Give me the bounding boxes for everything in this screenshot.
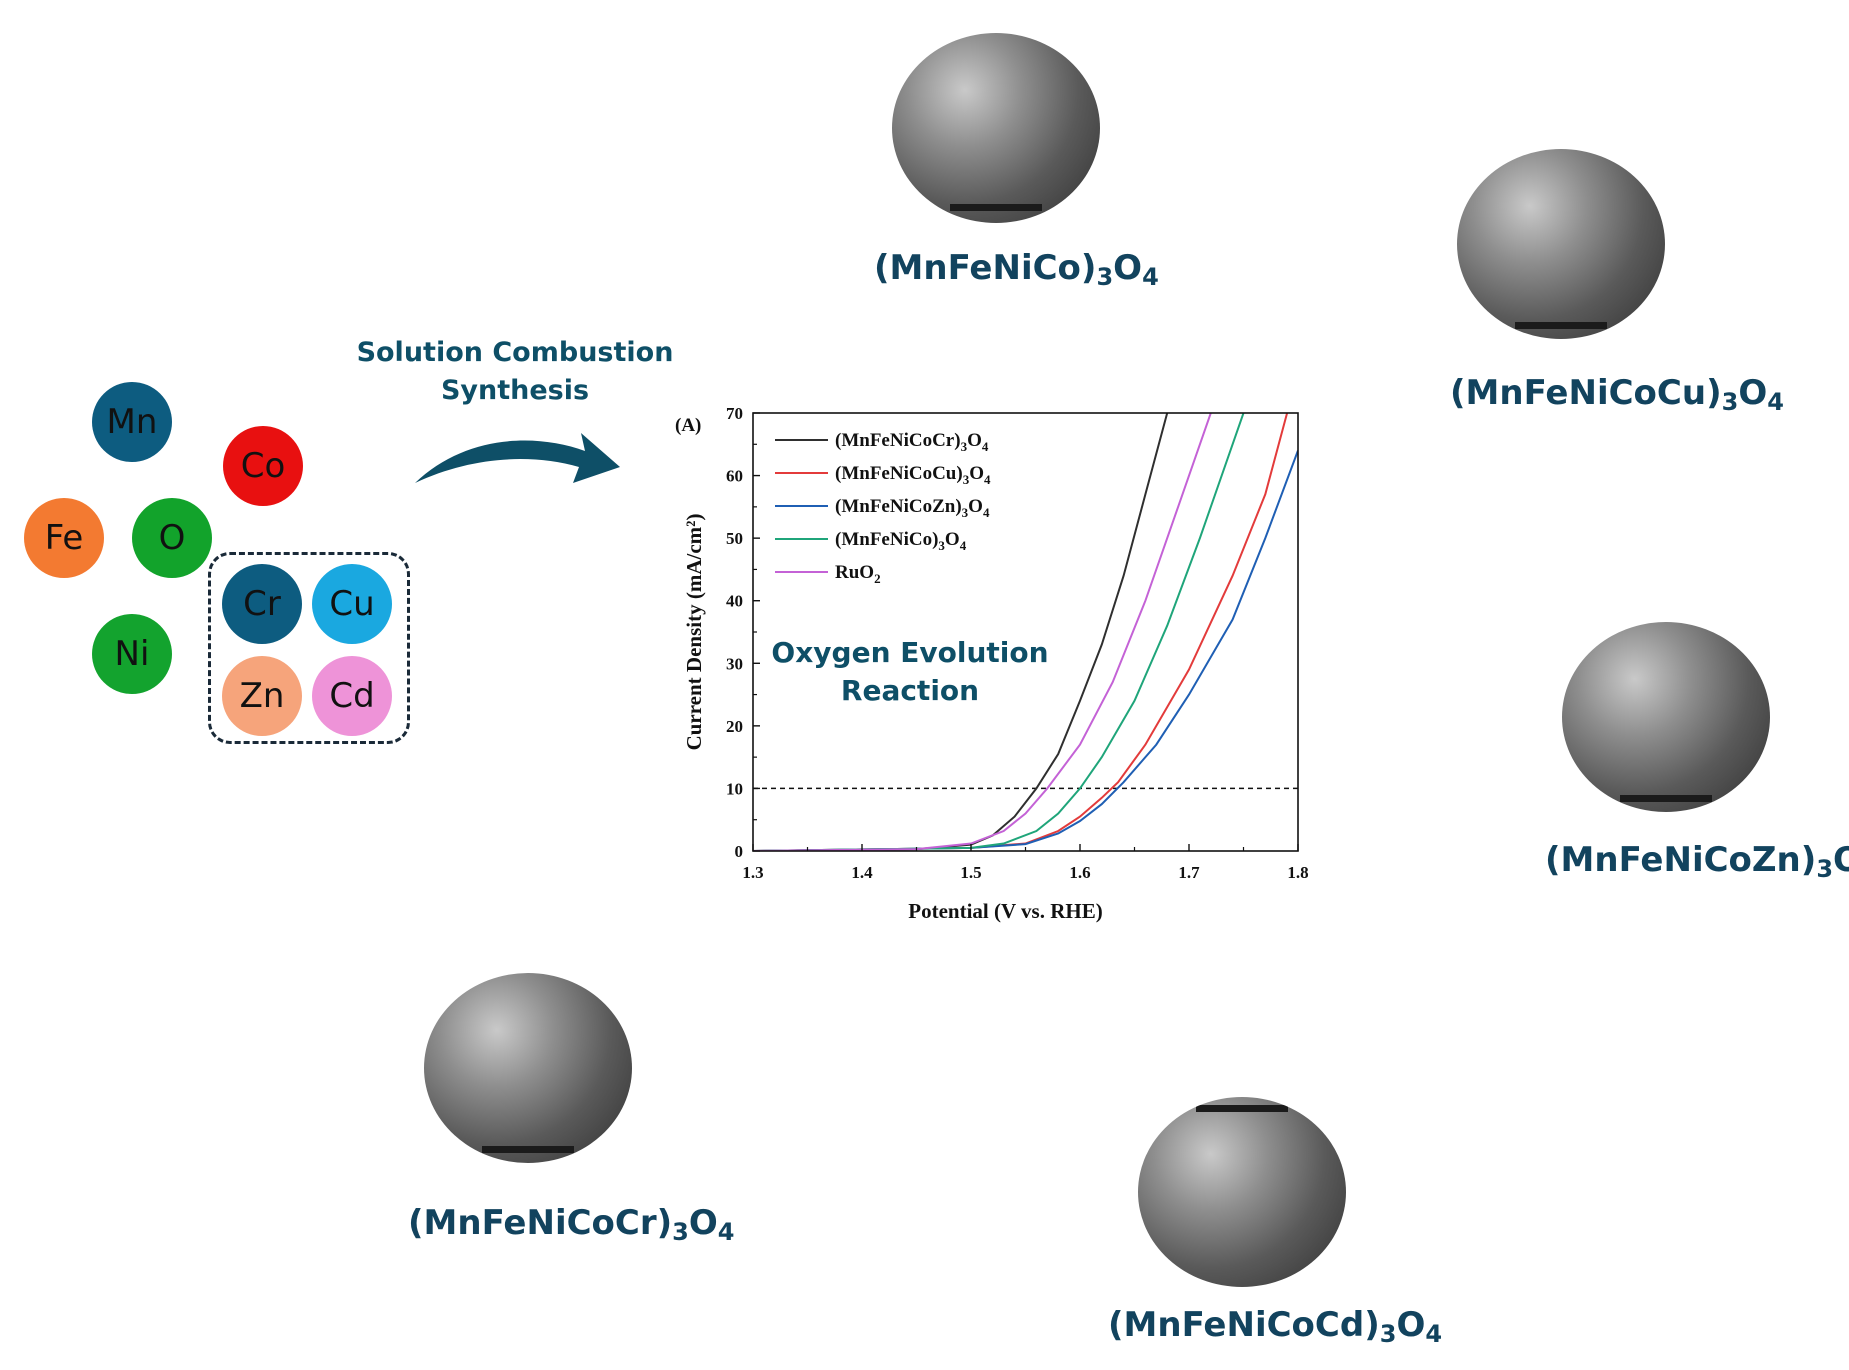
element-co-symbol: Co xyxy=(240,446,286,486)
x-tick-label-5: 1.8 xyxy=(1287,863,1308,882)
sem-image-mnfenicocu xyxy=(1457,149,1665,339)
x-tick-label-4: 1.7 xyxy=(1178,863,1200,882)
label-mnfenicozn: (MnFeNiCoZn)3O4 xyxy=(1545,840,1849,883)
y-tick-label-7: 70 xyxy=(726,404,743,423)
element-cu-symbol: Cu xyxy=(329,584,375,624)
synthesis-title-line2: Synthesis xyxy=(440,375,590,406)
y-tick-label-3: 30 xyxy=(726,654,743,673)
element-zn-symbol: Zn xyxy=(239,676,285,716)
series-line-3 xyxy=(753,413,1245,851)
x-tick-label-3: 1.6 xyxy=(1069,863,1090,882)
legend-label-2: (MnFeNiCoZn)3O4 xyxy=(835,496,990,520)
y-axis-label: Current Density (mA/cm²) xyxy=(682,514,706,751)
element-cr: Cr xyxy=(222,564,302,644)
element-co: Co xyxy=(223,426,303,506)
sem-image-mnfenicocd xyxy=(1138,1097,1346,1287)
series-line-1 xyxy=(753,413,1289,851)
x-tick-label-0: 1.3 xyxy=(742,863,763,882)
series-line-4 xyxy=(753,413,1212,851)
element-cd-symbol: Cd xyxy=(329,676,375,716)
dopant-group-box xyxy=(208,552,410,744)
y-tick-label-4: 40 xyxy=(726,592,743,611)
label-mnfenico: (MnFeNiCo)3O4 xyxy=(874,248,1159,291)
y-tick-label-6: 60 xyxy=(726,467,743,486)
legend-label-4: RuO2 xyxy=(835,562,881,586)
y-tick-label-5: 50 xyxy=(726,529,743,548)
sem-image-mnfenicozn xyxy=(1562,622,1770,812)
y-tick-label-0: 0 xyxy=(735,842,744,861)
legend-label-0: (MnFeNiCoCr)3O4 xyxy=(835,430,989,454)
label-mnfenicocd: (MnFeNiCoCd)3O4 xyxy=(1108,1305,1443,1348)
element-cr-symbol: Cr xyxy=(243,584,281,624)
element-cu: Cu xyxy=(312,564,392,644)
oer-polarization-chart: 1.3 1.4 1.5 1.6 1.7 1.8 0 10 20 30 40 50 60 70Potenti… xyxy=(675,404,1309,923)
sem-image-mnfenico xyxy=(892,33,1100,223)
synthesis-arrow xyxy=(415,433,620,483)
legend-label-3: (MnFeNiCo)3O4 xyxy=(835,529,967,553)
element-o: O xyxy=(132,498,212,578)
element-mn: Mn xyxy=(92,382,172,462)
element-fe-symbol: Fe xyxy=(44,518,84,558)
element-cd: Cd xyxy=(312,656,392,736)
synthesis-title: Solution Combustion Synthesis xyxy=(350,334,680,410)
series-line-2 xyxy=(753,450,1298,851)
x-tick-label-2: 1.5 xyxy=(960,863,981,882)
sem-image-mnfenicocr xyxy=(424,973,632,1163)
element-o-symbol: O xyxy=(158,518,186,558)
x-tick-label-1: 1.4 xyxy=(851,863,873,882)
legend-label-1: (MnFeNiCoCu)3O4 xyxy=(835,463,991,487)
synthesis-title-line1: Solution Combustion xyxy=(356,337,674,368)
element-mn-symbol: Mn xyxy=(106,402,158,442)
y-tick-label-1: 10 xyxy=(726,779,743,798)
y-tick-label-2: 20 xyxy=(726,717,743,736)
reaction-title: Oxygen Evolution Reaction xyxy=(760,634,1060,710)
element-ni-symbol: Ni xyxy=(114,634,150,674)
label-mnfenicocu: (MnFeNiCoCu)3O4 xyxy=(1450,373,1784,416)
element-zn: Zn xyxy=(222,656,302,736)
element-ni: Ni xyxy=(92,614,172,694)
reaction-title-line2: Reaction xyxy=(840,674,980,707)
label-mnfenicocr: (MnFeNiCoCr)3O4 xyxy=(408,1203,735,1246)
x-axis-label: Potential (V vs. RHE) xyxy=(908,899,1102,923)
reaction-title-line1: Oxygen Evolution xyxy=(771,636,1049,669)
element-fe: Fe xyxy=(24,498,104,578)
panel-label: (A) xyxy=(675,415,701,436)
